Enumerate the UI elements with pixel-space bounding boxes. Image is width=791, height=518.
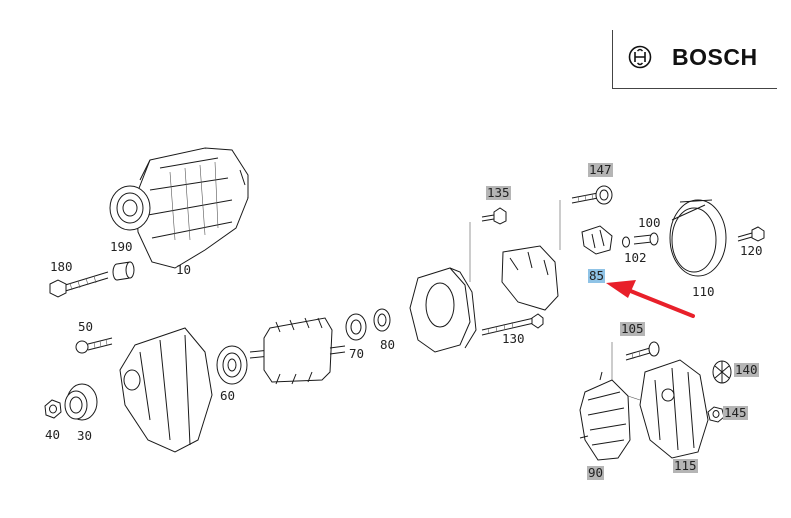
callout-130[interactable]: 130: [502, 331, 525, 346]
callout-60[interactable]: 60: [220, 388, 236, 403]
rectifier-90[interactable]: [579, 371, 631, 461]
stator[interactable]: [409, 267, 477, 353]
bolt-100[interactable]: [633, 232, 659, 246]
bosch-armature-logo-icon: [628, 45, 652, 69]
front-housing[interactable]: [119, 327, 213, 453]
callout-100[interactable]: 100: [638, 215, 661, 230]
long-bolt-130[interactable]: [481, 313, 544, 336]
callout-147[interactable]: 147: [588, 162, 613, 177]
callout-190[interactable]: 190: [110, 239, 133, 254]
callout-102[interactable]: 102: [624, 250, 647, 265]
rear-cover-115[interactable]: [639, 359, 709, 459]
callout-90[interactable]: 90: [587, 465, 605, 480]
sleeve-part[interactable]: [112, 261, 135, 281]
screw-147[interactable]: [571, 185, 613, 205]
callout-135[interactable]: 135: [486, 185, 511, 200]
rear-bracket[interactable]: [501, 245, 559, 311]
rotor[interactable]: [249, 317, 346, 385]
callout-140[interactable]: 140: [734, 362, 759, 377]
bearing-70[interactable]: [345, 313, 367, 341]
leader-line: [611, 342, 641, 401]
callout-105[interactable]: 105: [620, 321, 645, 336]
callout-40[interactable]: 40: [45, 427, 61, 442]
callout-120[interactable]: 120: [740, 243, 763, 258]
callout-10[interactable]: 10: [176, 262, 192, 277]
screw-105[interactable]: [625, 341, 660, 361]
callout-85-selected[interactable]: 85: [588, 268, 606, 283]
callout-115[interactable]: 115: [673, 458, 698, 473]
nut-145[interactable]: [707, 406, 725, 423]
cover-110[interactable]: [669, 199, 727, 277]
callout-50[interactable]: 50: [78, 319, 94, 334]
part-85[interactable]: [581, 225, 613, 255]
screw-120[interactable]: [737, 226, 765, 242]
leader-line: [469, 200, 561, 282]
bearing-60[interactable]: [216, 345, 248, 385]
selection-arrow: [606, 280, 695, 318]
screw-135[interactable]: [481, 207, 507, 225]
callout-70[interactable]: 70: [349, 346, 365, 361]
brand-name: BOSCH: [672, 44, 758, 70]
callout-145[interactable]: 145: [723, 405, 748, 420]
washer-102[interactable]: [622, 236, 630, 248]
long-bolt-180[interactable]: [49, 271, 109, 298]
ring-80[interactable]: [373, 308, 391, 332]
ring-30[interactable]: [64, 383, 98, 421]
callout-110[interactable]: 110: [692, 284, 715, 299]
nut-40[interactable]: [44, 399, 62, 419]
callout-80[interactable]: 80: [380, 337, 396, 352]
brand-box: [612, 30, 777, 89]
alternator-assembly[interactable]: [109, 147, 249, 269]
screw-50[interactable]: [75, 337, 113, 354]
callout-180[interactable]: 180: [50, 259, 73, 274]
callout-30[interactable]: 30: [77, 428, 93, 443]
part-140[interactable]: [712, 360, 732, 384]
